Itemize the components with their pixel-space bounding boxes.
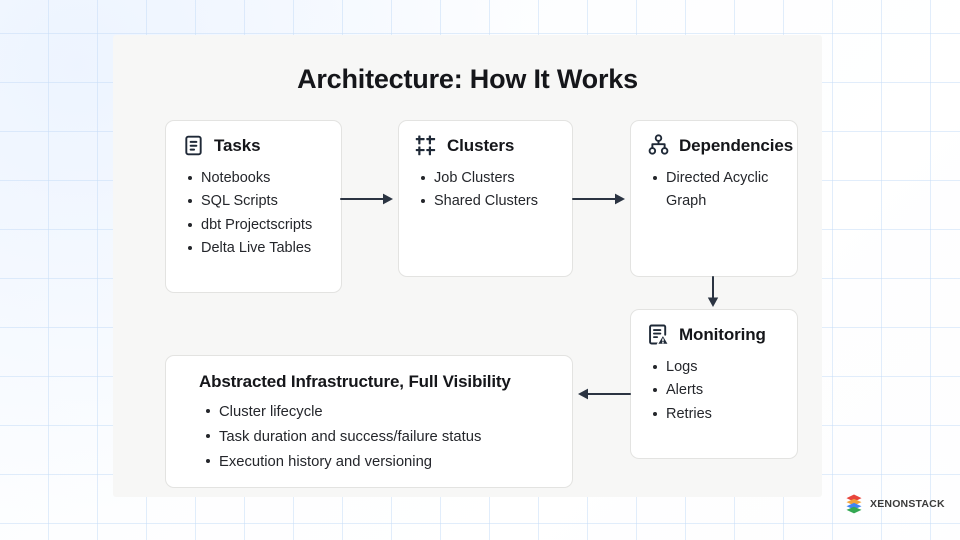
card-monitoring-list: Logs Alerts Retries [631,356,797,426]
card-monitoring-title: Monitoring [679,324,766,344]
list-item: Execution history and versioning [206,450,560,475]
grid-plus-icon [415,135,436,156]
card-monitoring-header: Monitoring [631,310,797,346]
arrow-dependencies-to-monitoring-icon [707,276,719,307]
node-tree-icon [648,134,669,155]
arrow-clusters-to-dependencies-icon [572,193,625,205]
list-item: Shared Clusters [421,190,560,213]
card-clusters[interactable]: Clusters Job Clusters Shared Clusters [398,120,573,277]
xenonstack-hex-stack-icon [846,494,862,514]
list-item: Directed Acyclic Graph [653,167,785,214]
card-tasks-list: Notebooks SQL Scripts dbt Projectscripts… [166,167,341,261]
list-item: dbt Projectscripts [188,214,329,237]
card-summary[interactable]: Abstracted Infrastructure, Full Visibili… [165,355,573,488]
card-dependencies-header: Dependencies [631,121,797,157]
arrow-tasks-to-clusters-icon [340,193,393,205]
card-tasks-header: Tasks [166,121,341,157]
list-item: Retries [653,403,785,426]
card-monitoring[interactable]: Monitoring Logs Alerts Retries [630,309,798,459]
list-item: Cluster lifecycle [206,400,560,425]
document-alert-icon [649,324,670,345]
list-item: Delta Live Tables [188,237,329,260]
list-item: SQL Scripts [188,190,329,213]
card-clusters-header: Clusters [399,121,572,157]
page-title: Architecture: How It Works [297,64,638,94]
card-tasks-title: Tasks [214,135,261,155]
arrow-monitoring-to-summary-icon [578,388,631,400]
document-lines-icon [185,135,202,156]
card-clusters-list: Job Clusters Shared Clusters [399,167,572,214]
xenonstack-logo-text: XENONSTACK [870,498,945,510]
card-dependencies[interactable]: Dependencies Directed Acyclic Graph [630,120,798,277]
list-item: Task duration and success/failure status [206,425,560,450]
card-dependencies-title: Dependencies [679,135,794,155]
list-item: Alerts [653,379,785,402]
card-summary-list: Cluster lifecycle Task duration and succ… [166,400,572,475]
list-item: Job Clusters [421,167,560,190]
card-summary-title: Abstracted Infrastructure, Full Visibili… [199,372,511,391]
card-dependencies-list: Directed Acyclic Graph [631,167,797,214]
list-item: Notebooks [188,167,329,190]
card-clusters-title: Clusters [447,135,515,155]
list-item: Logs [653,356,785,379]
card-tasks[interactable]: Tasks Notebooks SQL Scripts dbt Projects… [165,120,342,293]
xenonstack-logo: XENONSTACK [843,493,945,515]
